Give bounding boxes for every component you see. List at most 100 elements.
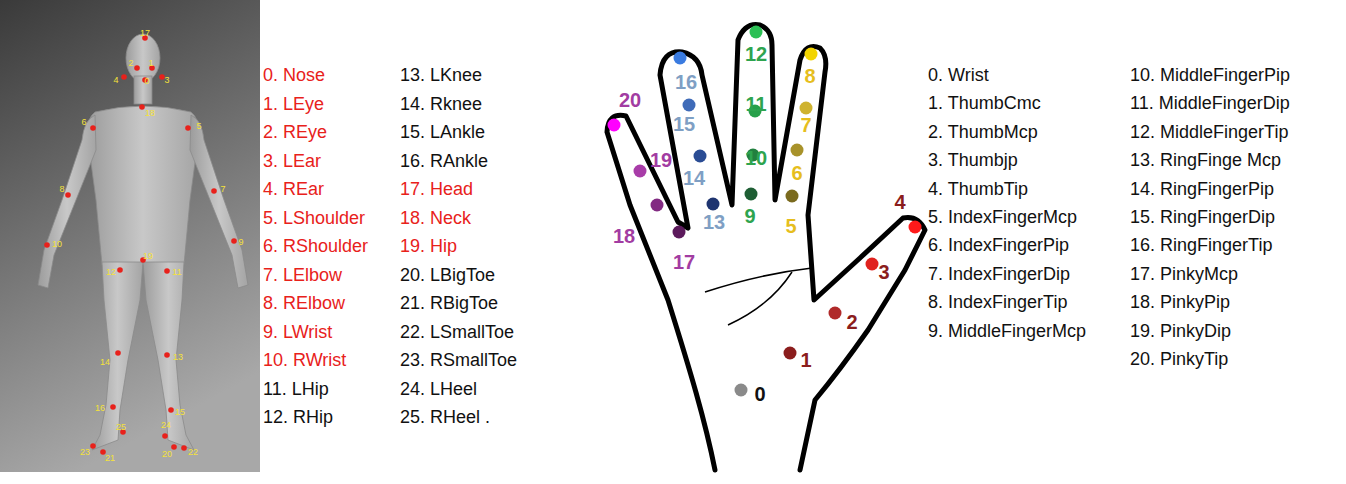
- callout-number: 12: [106, 268, 116, 277]
- keypoint-dot: [65, 192, 71, 198]
- keypoint-name: 1. ThumbCmc: [928, 94, 1041, 112]
- callout-number: 18: [613, 226, 635, 246]
- keypoint-dot: [164, 268, 170, 274]
- callout-number: 16: [95, 404, 105, 413]
- figure-arm: [190, 115, 248, 288]
- callout-number: 2: [128, 59, 133, 68]
- keypoint-dot: [159, 74, 165, 80]
- keypoint-name: 11. LHip: [263, 380, 329, 398]
- keypoint-name: 10. RWrist: [263, 351, 346, 369]
- callout-number: 22: [188, 448, 198, 457]
- callout-number: 19: [143, 252, 153, 261]
- keypoint-dot: [171, 444, 177, 450]
- keypoint-dot: [168, 407, 174, 413]
- keypoint-name: 19. Hip: [400, 237, 457, 255]
- keypoint-dot: [608, 119, 621, 132]
- keypoint-dot: [805, 48, 818, 61]
- keypoint-dot: [181, 445, 187, 451]
- callout-number: 15: [673, 114, 695, 134]
- keypoint-name: 21. RBigToe: [400, 294, 498, 312]
- keypoint-name: 20. LBigToe: [400, 266, 495, 284]
- keypoint-dot: [866, 258, 879, 271]
- callout-number: 20: [619, 90, 641, 110]
- callout-number: 23: [80, 448, 90, 457]
- keypoint-dot: [745, 188, 758, 201]
- callout-number: 7: [220, 185, 225, 194]
- keypoint-name: 14. Rknee: [400, 95, 482, 113]
- keypoint-dot: [674, 52, 687, 65]
- keypoint-dot: [909, 221, 922, 234]
- keypoint-name: 18. PinkyPip: [1130, 293, 1230, 311]
- callout-number: 8: [59, 185, 64, 194]
- keypoint-name: 4. REar: [263, 180, 324, 198]
- callout-number: 6: [81, 118, 86, 127]
- keypoint-name: 13. LKnee: [400, 66, 482, 84]
- callout-number: 18: [145, 109, 155, 118]
- callout-number: 8: [804, 66, 815, 86]
- keypoint-name: 5. LShoulder: [263, 209, 365, 227]
- keypoint-name: 3. Thumbjp: [928, 151, 1018, 169]
- keypoint-name: 12. RHip: [263, 408, 333, 426]
- callout-number: 15: [175, 408, 185, 417]
- keypoint-name: 9. MiddleFingerMcp: [928, 322, 1086, 340]
- keypoint-dot: [683, 99, 696, 112]
- keypoint-name: 7. LElbow: [263, 266, 342, 284]
- callout-number: 13: [173, 353, 183, 362]
- keypoint-dot: [231, 238, 237, 244]
- callout-number: 7: [800, 115, 811, 135]
- callout-number: 3: [878, 262, 889, 282]
- keypoint-name: 18. Neck: [400, 209, 471, 227]
- keypoint-name: 10. MiddleFingerPip: [1130, 66, 1290, 84]
- keypoint-name: 6. RShoulder: [263, 237, 368, 255]
- keypoint-dot: [651, 199, 664, 212]
- callout-number: 0: [754, 384, 765, 404]
- keypoint-dot: [784, 347, 797, 360]
- figure-leg: [92, 262, 143, 450]
- callout-number: 10: [745, 148, 767, 168]
- keypoint-name: 14. RingFingerPip: [1130, 180, 1274, 198]
- keypoint-name: 7. IndexFingerDip: [928, 265, 1070, 283]
- keypoint-dot: [100, 449, 106, 455]
- callout-number: 16: [675, 72, 697, 92]
- callout-number: 12: [745, 44, 767, 64]
- keypoint-dot: [750, 26, 763, 39]
- keypoint-dot: [185, 125, 191, 131]
- callout-number: 24: [161, 421, 171, 430]
- keypoint-name: 5. IndexFingerMcp: [928, 208, 1077, 226]
- callout-number: 20: [162, 450, 172, 459]
- hand-outline: [607, 25, 925, 470]
- keypoint-dot: [634, 165, 647, 178]
- callout-number: 3: [164, 76, 169, 85]
- callout-number: 13: [703, 212, 725, 232]
- callout-number: 2: [846, 312, 857, 332]
- keypoint-name: 8. IndexFingerTip: [928, 293, 1067, 311]
- keypoint-dot: [139, 104, 145, 110]
- callout-number: 21: [105, 454, 115, 463]
- keypoint-name: 24. LHeel: [400, 380, 477, 398]
- keypoint-name: 8. RElbow: [263, 294, 345, 312]
- callout-number: 14: [100, 358, 110, 367]
- keypoint-name: 25. RHeel .: [400, 408, 490, 426]
- keypoint-name: 17. PinkyMcp: [1130, 265, 1238, 283]
- keypoint-dot: [117, 267, 123, 273]
- callout-number: 17: [140, 29, 150, 38]
- keypoint-name: 6. IndexFingerPip: [928, 236, 1069, 254]
- callout-number: 1: [148, 59, 153, 68]
- callout-number: 11: [172, 268, 181, 277]
- keypoint-name: 0. Nose: [263, 66, 325, 84]
- keypoint-dot: [786, 190, 799, 203]
- figure-head: [126, 34, 160, 82]
- keypoint-name: 15. RingFingerDip: [1130, 208, 1275, 226]
- keypoint-dot: [211, 188, 217, 194]
- callout-number: 17: [673, 252, 695, 272]
- keypoint-dot: [115, 350, 121, 356]
- callout-number: 10: [52, 240, 62, 249]
- keypoint-name: 2. REye: [263, 123, 327, 141]
- keypoint-dot: [164, 352, 170, 358]
- palm-crease: [728, 272, 792, 325]
- keypoint-name: 16. RAnkle: [400, 152, 488, 170]
- keypoint-name: 0. Wrist: [928, 66, 989, 84]
- keypoint-name: 9. LWrist: [263, 323, 332, 341]
- callout-number: 0: [144, 77, 149, 86]
